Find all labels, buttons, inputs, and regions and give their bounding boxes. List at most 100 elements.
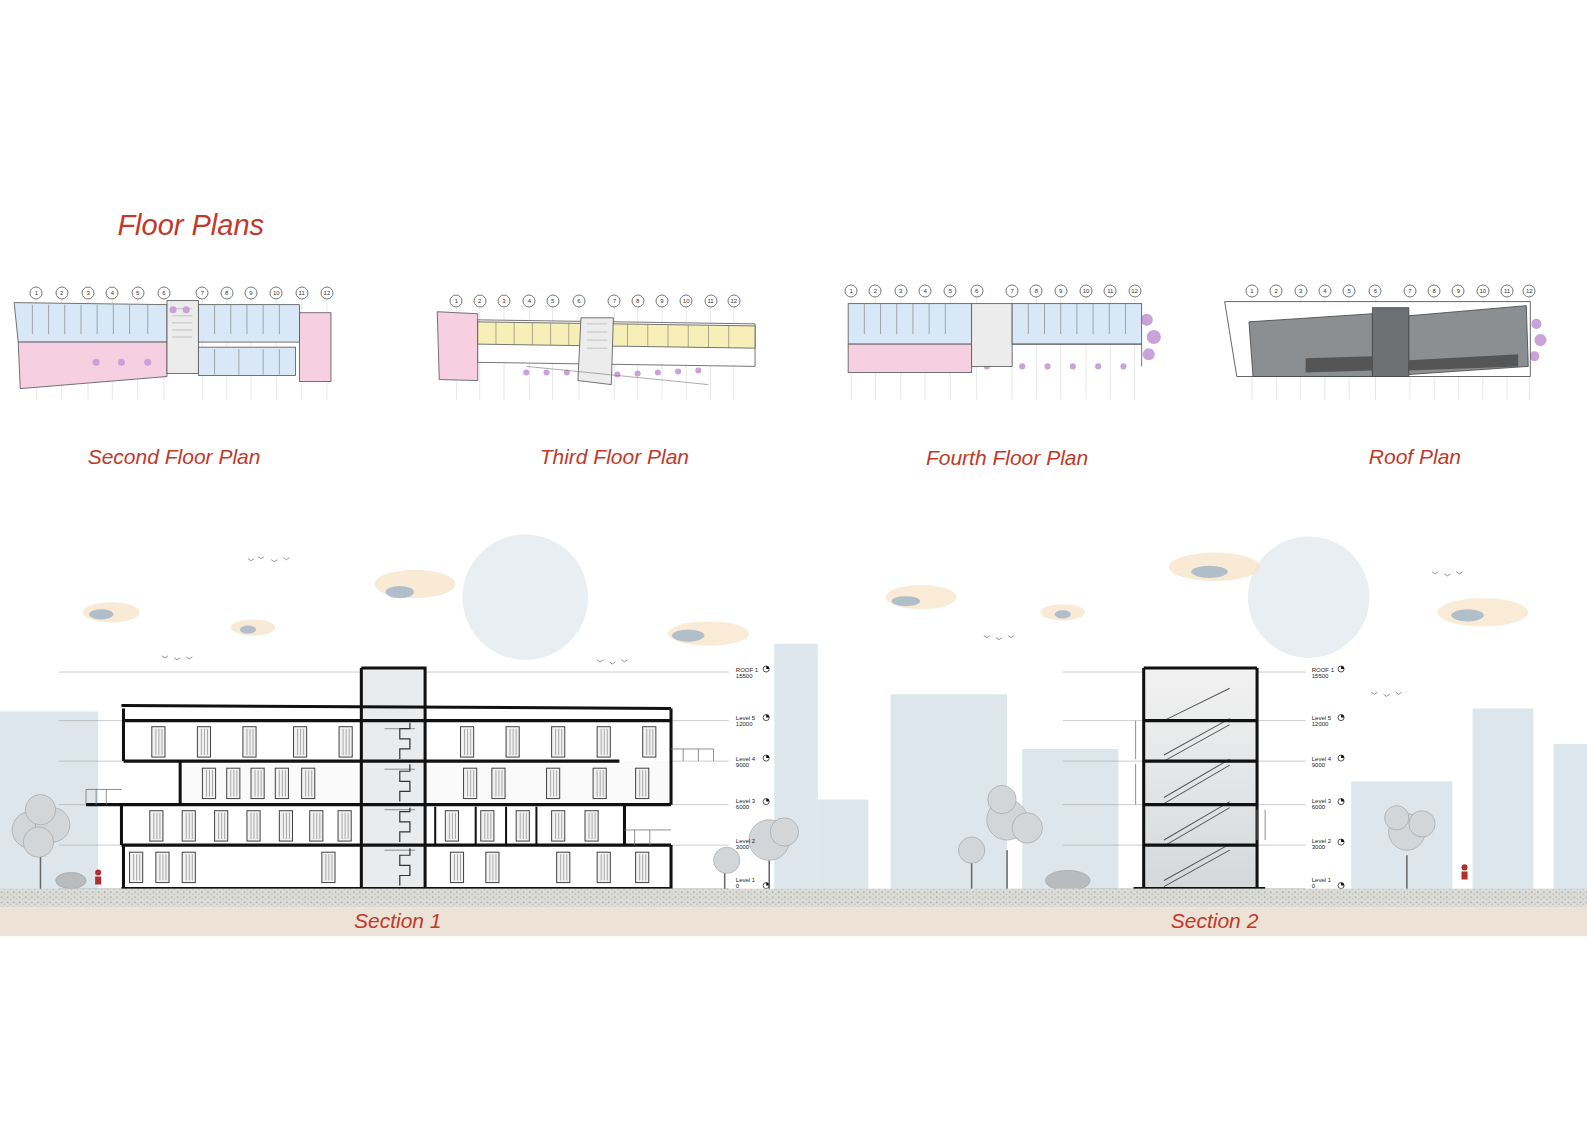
section-1-building [186, 854, 192, 880]
section-1-building [486, 852, 499, 882]
grid-bubble: 6 [1369, 285, 1382, 298]
third-floor-plan [437, 312, 477, 381]
section-2-building [1136, 721, 1266, 840]
section-1-building [464, 768, 477, 798]
section-1-building [454, 854, 460, 880]
grid-bubble: 10 [1080, 285, 1093, 298]
sky [1169, 553, 1260, 581]
roof-plan [1409, 306, 1528, 375]
section-1-building [298, 729, 304, 755]
section-1-building [496, 770, 502, 796]
grid-bubble: 5 [944, 285, 957, 298]
section-1-building [306, 770, 312, 796]
plan-trees [93, 359, 100, 366]
sheet-title: Floor Plans [117, 208, 264, 241]
section-1-building [86, 721, 671, 889]
sky [386, 586, 414, 598]
section-1-building [643, 727, 656, 757]
plan-trees [655, 369, 661, 375]
grid-bubble: 7 [1403, 285, 1416, 298]
section-1-building [150, 811, 163, 841]
section-1-building [160, 854, 166, 880]
section-1-building [551, 770, 557, 796]
level-markers [1341, 883, 1344, 886]
section-1-building [134, 854, 140, 880]
level-value: 3000 [1312, 844, 1325, 850]
section-1-building [361, 668, 425, 889]
section-1-building [243, 727, 256, 757]
plan-trees [118, 359, 125, 366]
roof-plan [1409, 354, 1518, 370]
section-1-building [552, 811, 565, 841]
level-value: 9000 [1312, 762, 1325, 768]
sky [1191, 566, 1227, 578]
grid-bubble: 11 [295, 286, 308, 299]
level-markers [766, 755, 769, 758]
section-1-building [636, 852, 649, 882]
trees [1012, 813, 1042, 843]
third-floor-plan [478, 322, 755, 348]
section-1-building [624, 830, 671, 845]
level-name: Level 5 [1312, 715, 1331, 721]
section-1-building [343, 729, 349, 755]
section-1-building [227, 768, 240, 798]
plan-caption: Fourth Floor Plan [926, 446, 1088, 470]
plan-trees [635, 370, 641, 376]
level-value: 3000 [736, 844, 749, 850]
sky [672, 630, 704, 642]
third-floor-plan [478, 320, 755, 367]
section-2-building [1164, 688, 1230, 886]
section-2-building [1134, 668, 1266, 889]
section-1-building [182, 852, 195, 882]
grid-bubble: 10 [680, 294, 693, 307]
section-1-building [294, 727, 307, 757]
second-floor-plan [32, 305, 279, 375]
second-floor-plan [300, 313, 331, 382]
grid-bubble: 7 [1006, 285, 1019, 298]
level-value: 15500 [1312, 673, 1329, 679]
level-name: Level 4 [736, 756, 755, 762]
section-1-building [255, 770, 261, 796]
trees [958, 837, 984, 863]
section-1-building [251, 813, 257, 839]
sky [984, 636, 1014, 640]
sky [83, 602, 140, 622]
section-1-building [640, 770, 646, 796]
trees [714, 847, 740, 873]
level-markers [763, 755, 769, 761]
section-1-building [86, 668, 714, 889]
plan-trees [1534, 334, 1546, 346]
section-1-building [314, 813, 320, 839]
level-markers [1338, 715, 1344, 721]
section-1-building [400, 723, 410, 886]
section-1-building [400, 723, 410, 759]
level-value: 0 [736, 883, 739, 889]
plan-trees [675, 368, 681, 374]
trees [56, 872, 86, 888]
roof-plan [1306, 356, 1373, 372]
trees [988, 785, 1016, 813]
section-1-building [465, 729, 471, 755]
grid-bubble: 1 [1245, 285, 1258, 298]
plan-caption: Second Floor Plan [88, 445, 261, 469]
section-1-building [597, 727, 610, 757]
level-markers [763, 883, 769, 889]
trees [1409, 811, 1435, 837]
background-buildings [0, 712, 98, 891]
section-1-building [449, 813, 455, 839]
plan-trees [1143, 348, 1155, 360]
section-1-building [640, 854, 646, 880]
level-markers [1338, 799, 1344, 805]
grid-bubble: 12 [1128, 285, 1141, 298]
section-1-building [647, 729, 653, 755]
section-1-building [601, 729, 607, 755]
drawing-sheet [0, 299, 1587, 937]
section-1-building [130, 852, 143, 882]
section-1-building [485, 813, 491, 839]
section-1-building [400, 808, 410, 842]
grid-bubble: 12 [320, 286, 333, 299]
section-1-building [339, 727, 352, 757]
sky [1055, 610, 1071, 618]
grid-bubble: 11 [704, 294, 717, 307]
section-1-building [279, 770, 285, 796]
